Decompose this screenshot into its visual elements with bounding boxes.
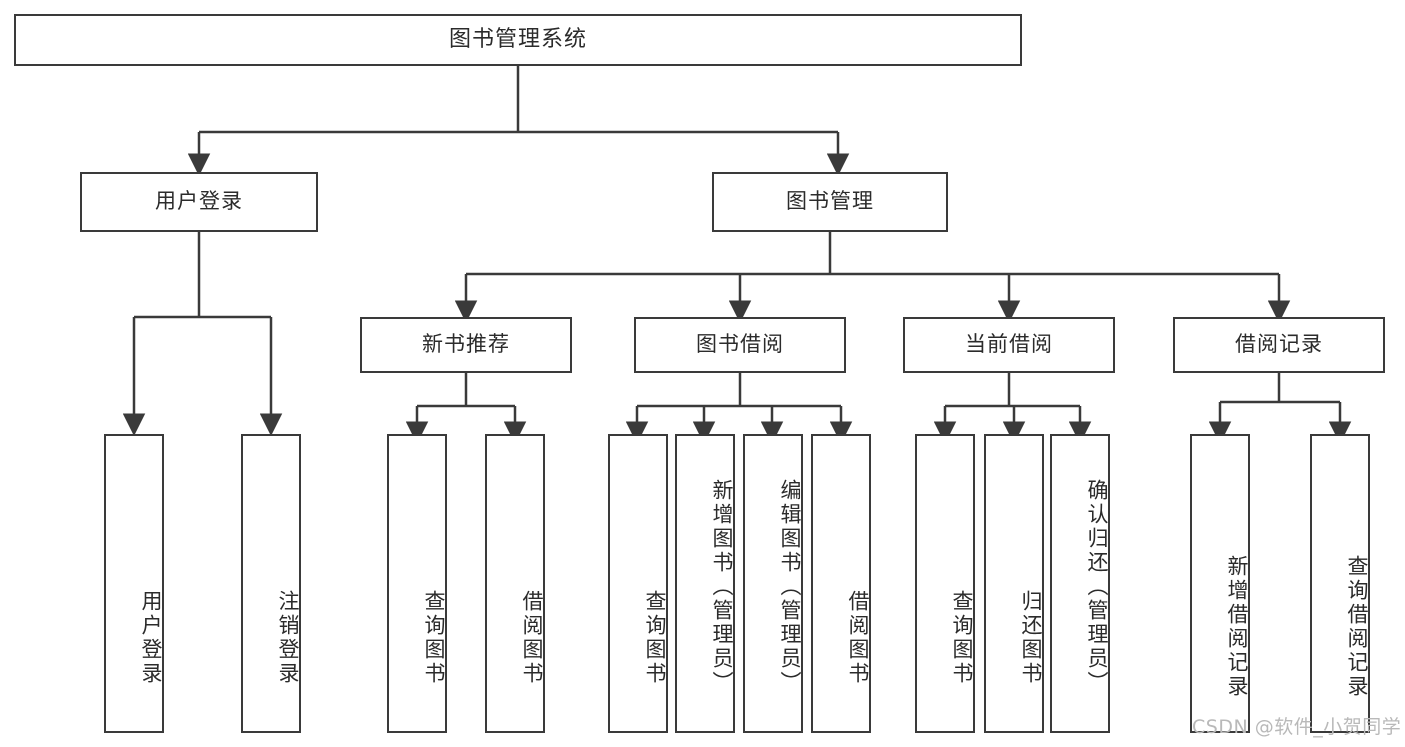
leaf-user-login-signin[interactable]: 用户登录 — [104, 434, 164, 733]
node-new-book-recommend[interactable]: 新书推荐 — [360, 317, 572, 373]
watermark-text: CSDN @软件_小贺同学 — [1192, 716, 1402, 738]
node-label: 当前借阅 — [965, 332, 1053, 357]
node-label: 借阅图书 — [846, 589, 870, 686]
node-label: 借阅记录 — [1235, 332, 1323, 357]
node-label: 编辑图书（管理员） — [778, 478, 802, 695]
leaf-recommend-borrow-book[interactable]: 借阅图书 — [485, 434, 545, 733]
node-label: 确认归还（管理员） — [1085, 478, 1109, 695]
node-user-login[interactable]: 用户登录 — [80, 172, 318, 232]
leaf-user-login-signout[interactable]: 注销登录 — [241, 434, 301, 733]
node-book-management[interactable]: 图书管理 — [712, 172, 948, 232]
node-borrow-record[interactable]: 借阅记录 — [1173, 317, 1385, 373]
node-label: 查询借阅记录 — [1345, 554, 1369, 699]
node-label: 新书推荐 — [422, 332, 510, 357]
leaf-borrow-borrow-book[interactable]: 借阅图书 — [811, 434, 871, 733]
node-root-system[interactable]: 图书管理系统 — [14, 14, 1022, 66]
node-label: 用户登录 — [139, 589, 163, 686]
node-label: 归还图书 — [1019, 589, 1043, 686]
node-label: 图书管理系统 — [448, 26, 587, 52]
node-label: 新增图书（管理员） — [710, 478, 734, 695]
leaf-record-query-record[interactable]: 查询借阅记录 — [1310, 434, 1370, 733]
node-label: 图书管理 — [786, 189, 874, 214]
leaf-borrow-query-book[interactable]: 查询图书 — [608, 434, 668, 733]
leaf-current-query-book[interactable]: 查询图书 — [915, 434, 975, 733]
node-label: 查询图书 — [643, 589, 667, 686]
leaf-current-return-book[interactable]: 归还图书 — [984, 434, 1044, 733]
leaf-record-add-record[interactable]: 新增借阅记录 — [1190, 434, 1250, 733]
node-current-borrow[interactable]: 当前借阅 — [903, 317, 1115, 373]
node-book-borrow[interactable]: 图书借阅 — [634, 317, 846, 373]
node-label: 注销登录 — [276, 589, 300, 686]
leaf-current-confirm-return[interactable]: 确认归还（管理员） — [1050, 434, 1110, 733]
leaf-borrow-edit-book[interactable]: 编辑图书（管理员） — [743, 434, 803, 733]
leaf-recommend-query-book[interactable]: 查询图书 — [387, 434, 447, 733]
node-label: 图书借阅 — [696, 332, 784, 357]
node-label: 借阅图书 — [520, 589, 544, 686]
node-label: 用户登录 — [155, 189, 243, 214]
node-label: 新增借阅记录 — [1225, 554, 1249, 699]
node-label: 查询图书 — [950, 589, 974, 686]
leaf-borrow-add-book[interactable]: 新增图书（管理员） — [675, 434, 735, 733]
node-label: 查询图书 — [422, 589, 446, 686]
